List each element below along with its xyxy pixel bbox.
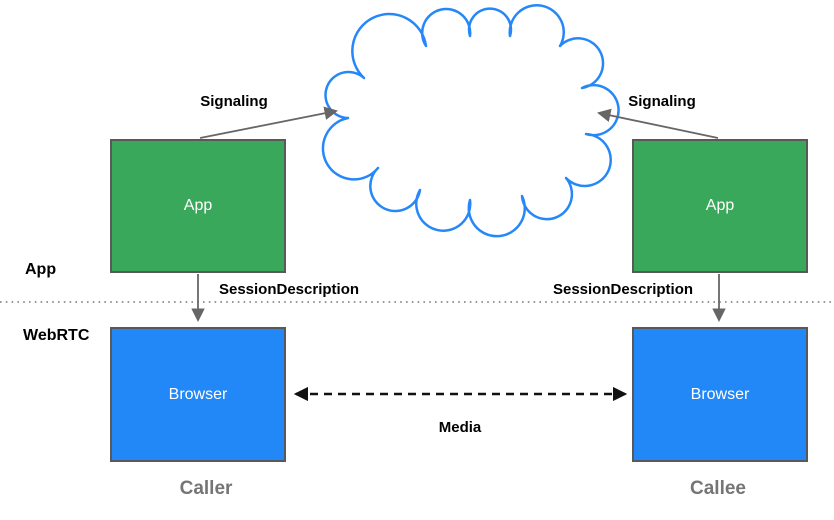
signaling-label-right: Signaling xyxy=(625,93,699,111)
session-description-label-right: SessionDescription xyxy=(549,281,697,299)
caller-browser-label: Browser xyxy=(168,385,228,403)
webrtc-layer-label: WebRTC xyxy=(23,327,90,344)
caller-browser-box: Browser xyxy=(110,327,286,462)
callee-browser-label: Browser xyxy=(690,385,750,403)
callee-app-box: App xyxy=(632,139,808,273)
callee-app-label: App xyxy=(705,197,735,214)
session-description-label-left: SessionDescription xyxy=(215,281,363,299)
signaling-arrow-left xyxy=(199,106,338,139)
signaling-arrow-right xyxy=(597,108,719,139)
callee-browser-box: Browser xyxy=(632,327,808,462)
signaling-label-left: Signaling xyxy=(197,93,271,111)
callee-caption: Callee xyxy=(690,478,746,499)
media-label: Media xyxy=(435,419,485,437)
signaling-network-cloud xyxy=(321,4,620,238)
caller-caption: Caller xyxy=(179,478,233,499)
app-layer-label: App xyxy=(25,261,57,278)
caller-app-box: App xyxy=(110,139,286,273)
caller-app-label: App xyxy=(183,197,213,214)
